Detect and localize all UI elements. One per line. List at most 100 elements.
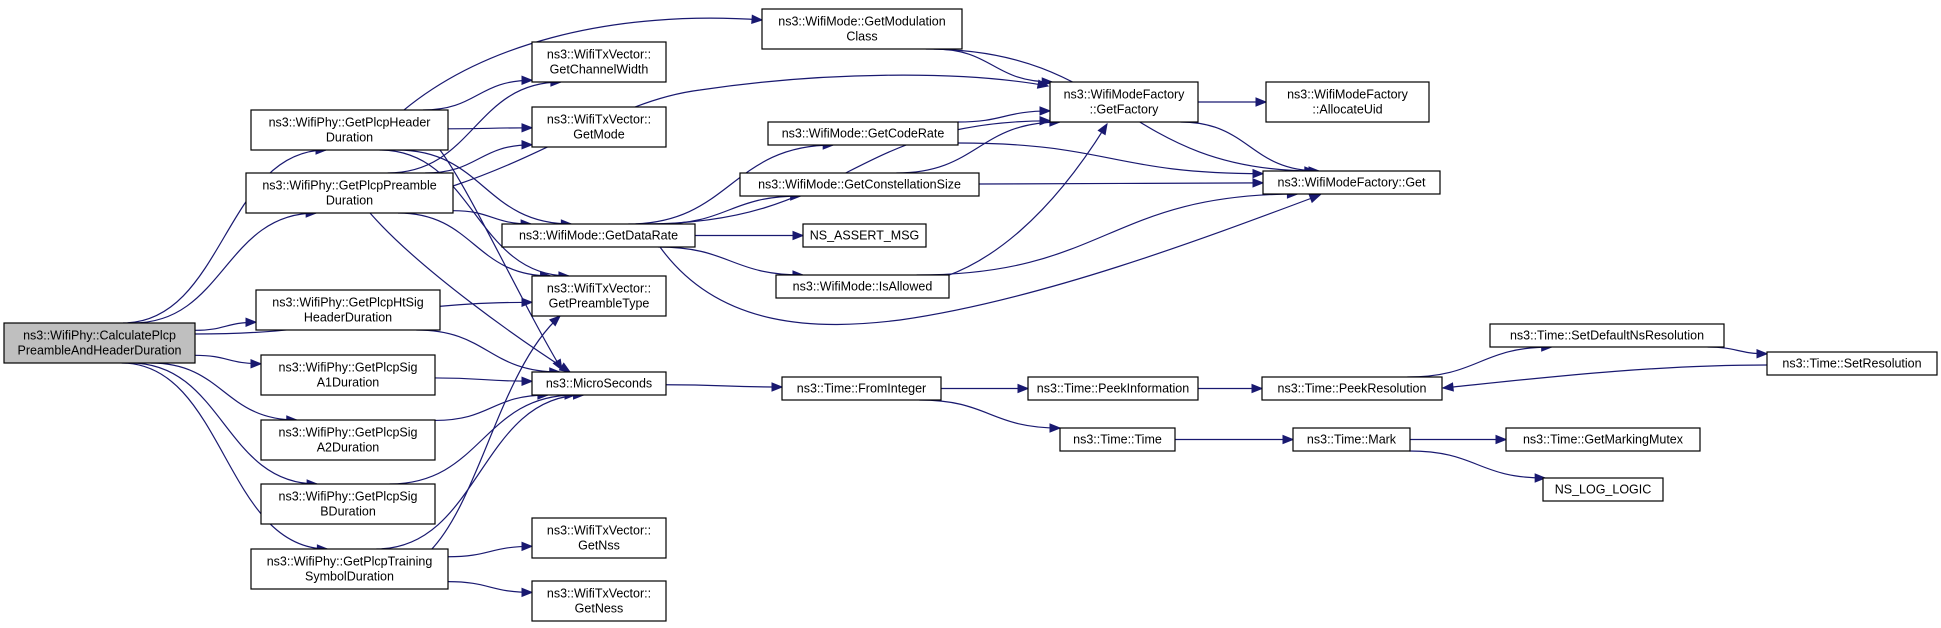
edge-line bbox=[397, 212, 551, 277]
edge-allowed-to-get bbox=[916, 189, 1299, 276]
edge-train-to-ness bbox=[447, 581, 534, 598]
node-box bbox=[260, 483, 436, 525]
nodes-layer: ns3::WifiPhy::CalculatePlcpPreambleAndHe… bbox=[3, 8, 1938, 622]
edge-arrowhead bbox=[1441, 382, 1454, 392]
node-box bbox=[767, 121, 959, 146]
edge-calc-to-htsig bbox=[194, 317, 258, 331]
node-box bbox=[245, 172, 454, 214]
node-dr[interactable]: ns3::WifiMode::GetDataRate bbox=[501, 223, 696, 248]
edge-pinfo-to-pres bbox=[1198, 383, 1264, 394]
node-setres[interactable]: ns3::Time::SetResolution bbox=[1766, 351, 1938, 376]
node-box bbox=[1265, 81, 1430, 123]
edge-arrowhead bbox=[250, 359, 263, 369]
node-box bbox=[781, 376, 942, 401]
edge-line bbox=[957, 110, 1051, 123]
node-ptype[interactable]: ns3::WifiTxVector::GetPreambleType bbox=[531, 275, 667, 317]
edge-line bbox=[376, 394, 584, 550]
edge-arrowhead bbox=[1756, 349, 1769, 359]
node-label-line: ns3::Time::PeekInformation bbox=[1037, 382, 1189, 396]
node-mutex[interactable]: ns3::Time::GetMarkingMutex bbox=[1505, 427, 1701, 452]
node-defres[interactable]: ns3::Time::SetDefaultNsResolution bbox=[1489, 323, 1725, 348]
node-cr[interactable]: ns3::WifiMode::GetCodeRate bbox=[767, 121, 959, 146]
node-label-line: ::GetFactory bbox=[1090, 103, 1160, 117]
edge-cr-to-fact bbox=[957, 106, 1052, 123]
node-us[interactable]: ns3::MicroSeconds bbox=[531, 371, 667, 396]
edge-arrowhead bbox=[792, 230, 805, 241]
node-label-line: BDuration bbox=[320, 505, 376, 519]
node-pres[interactable]: ns3::Time::PeekResolution bbox=[1261, 376, 1443, 401]
node-box bbox=[1766, 351, 1938, 376]
edge-arrowhead bbox=[521, 297, 534, 308]
node-nss[interactable]: ns3::WifiTxVector::GetNss bbox=[531, 517, 667, 559]
edge-line bbox=[429, 315, 561, 552]
node-label-line: ns3::WifiTxVector:: bbox=[547, 524, 651, 538]
edge-arrowhead bbox=[1534, 473, 1547, 483]
node-label-line: ns3::Time::FromInteger bbox=[797, 382, 926, 396]
node-box bbox=[3, 322, 196, 364]
node-label-line: ns3::Time::SetResolution bbox=[1782, 357, 1921, 371]
node-mode[interactable]: ns3::WifiTxVector::GetMode bbox=[531, 106, 667, 148]
node-box bbox=[1049, 81, 1199, 123]
edge-setres-to-pres bbox=[1441, 364, 1768, 392]
node-label-line: ns3::WifiPhy::GetPlcpSig bbox=[279, 361, 418, 375]
node-pinfo[interactable]: ns3::Time::PeekInformation bbox=[1027, 376, 1199, 401]
edge-line bbox=[1180, 121, 1320, 172]
edge-arrowhead bbox=[558, 362, 572, 373]
edge-dr-to-cs bbox=[657, 191, 802, 225]
node-logic[interactable]: NS_LOG_LOGIC bbox=[1542, 477, 1664, 502]
node-label-line: A1Duration bbox=[317, 376, 380, 390]
edge-arrowhead bbox=[1282, 434, 1295, 445]
node-label-line: ns3::Time::PeekResolution bbox=[1278, 382, 1427, 396]
node-chw[interactable]: ns3::WifiTxVector::GetChannelWidth bbox=[531, 41, 667, 83]
node-fact[interactable]: ns3::WifiModeFactory::GetFactory bbox=[1049, 81, 1199, 123]
edge-arrowhead bbox=[549, 315, 562, 327]
node-cs[interactable]: ns3::WifiMode::GetConstellationSize bbox=[739, 172, 980, 197]
edge-line bbox=[150, 362, 297, 421]
node-assert[interactable]: NS_ASSERT_MSG bbox=[802, 223, 927, 248]
node-box bbox=[761, 8, 963, 50]
edge-line bbox=[665, 384, 783, 388]
edge-siga2-to-us bbox=[434, 390, 550, 422]
node-uid[interactable]: ns3::WifiModeFactory::AllocateUid bbox=[1265, 81, 1430, 123]
node-label-line: ns3::WifiPhy::GetPlcpSig bbox=[279, 426, 418, 440]
node-box bbox=[531, 275, 667, 317]
edge-line bbox=[657, 195, 801, 225]
node-time[interactable]: ns3::Time::Time bbox=[1059, 427, 1176, 452]
node-allowed[interactable]: ns3::WifiMode::IsAllowed bbox=[775, 274, 950, 299]
edge-line bbox=[379, 17, 763, 133]
edge-arrowhead bbox=[521, 139, 534, 150]
edge-fact-to-uid bbox=[1198, 97, 1268, 107]
node-label-line: ns3::WifiModeFactory bbox=[1064, 88, 1186, 102]
edge-time-to-mark bbox=[1175, 434, 1295, 445]
node-label-line: Class bbox=[846, 30, 877, 44]
node-get[interactable]: ns3::WifiModeFactory::Get bbox=[1262, 170, 1441, 195]
node-label-line: ns3::Time::SetDefaultNsResolution bbox=[1510, 329, 1704, 343]
edge-fact-to-get bbox=[1180, 121, 1321, 176]
edge-mark-to-logic bbox=[1409, 450, 1547, 483]
node-train[interactable]: ns3::WifiPhy::GetPlcpTrainingSymbolDurat… bbox=[250, 548, 449, 590]
edge-line bbox=[899, 123, 1108, 287]
node-box bbox=[739, 172, 980, 197]
edge-line bbox=[132, 212, 317, 324]
edge-line bbox=[425, 144, 533, 174]
node-mark[interactable]: ns3::Time::Mark bbox=[1292, 427, 1411, 452]
node-box bbox=[531, 517, 667, 559]
edge-line bbox=[659, 194, 1321, 326]
edge-line bbox=[658, 246, 803, 276]
node-label-line: Duration bbox=[326, 131, 373, 145]
edge-dr-to-allowed bbox=[658, 246, 805, 280]
node-fi[interactable]: ns3::Time::FromInteger bbox=[781, 376, 942, 401]
node-ness[interactable]: ns3::WifiTxVector::GetNess bbox=[531, 580, 667, 622]
node-calc[interactable]: ns3::WifiPhy::CalculatePlcpPreambleAndHe… bbox=[3, 322, 196, 364]
node-label-line: ns3::Time::GetMarkingMutex bbox=[1523, 433, 1684, 447]
edge-arrowhead bbox=[521, 541, 534, 552]
node-box bbox=[1505, 427, 1701, 452]
node-label-line: ns3::WifiMode::GetCodeRate bbox=[782, 127, 945, 141]
